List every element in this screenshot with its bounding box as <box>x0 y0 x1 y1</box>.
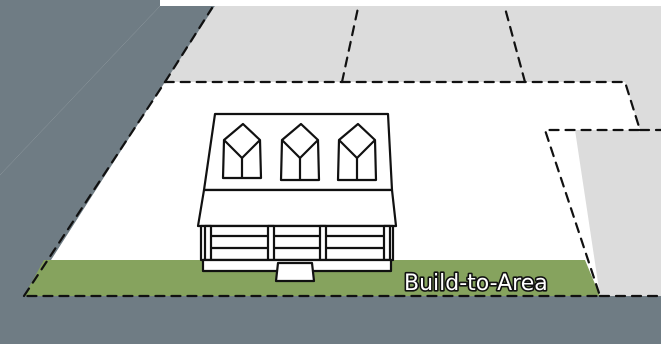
porch-windows <box>211 234 384 250</box>
neighbor-lots <box>165 6 661 296</box>
front-step <box>274 261 316 283</box>
dormer-left <box>221 122 263 180</box>
house-porch <box>199 224 395 262</box>
street-surface <box>0 0 160 175</box>
house-eave <box>196 188 398 228</box>
street-front <box>0 296 661 344</box>
lot-line-back-left <box>163 6 214 84</box>
build-to-area-label: Build-to-Area <box>404 271 548 296</box>
lot-line-back-right <box>503 6 527 84</box>
house <box>196 112 398 283</box>
street-side <box>0 6 215 296</box>
dormer-middle <box>279 122 321 182</box>
dormer-right <box>336 122 378 182</box>
lot-line-back-middle <box>340 6 360 84</box>
lot-lines <box>21 6 661 298</box>
